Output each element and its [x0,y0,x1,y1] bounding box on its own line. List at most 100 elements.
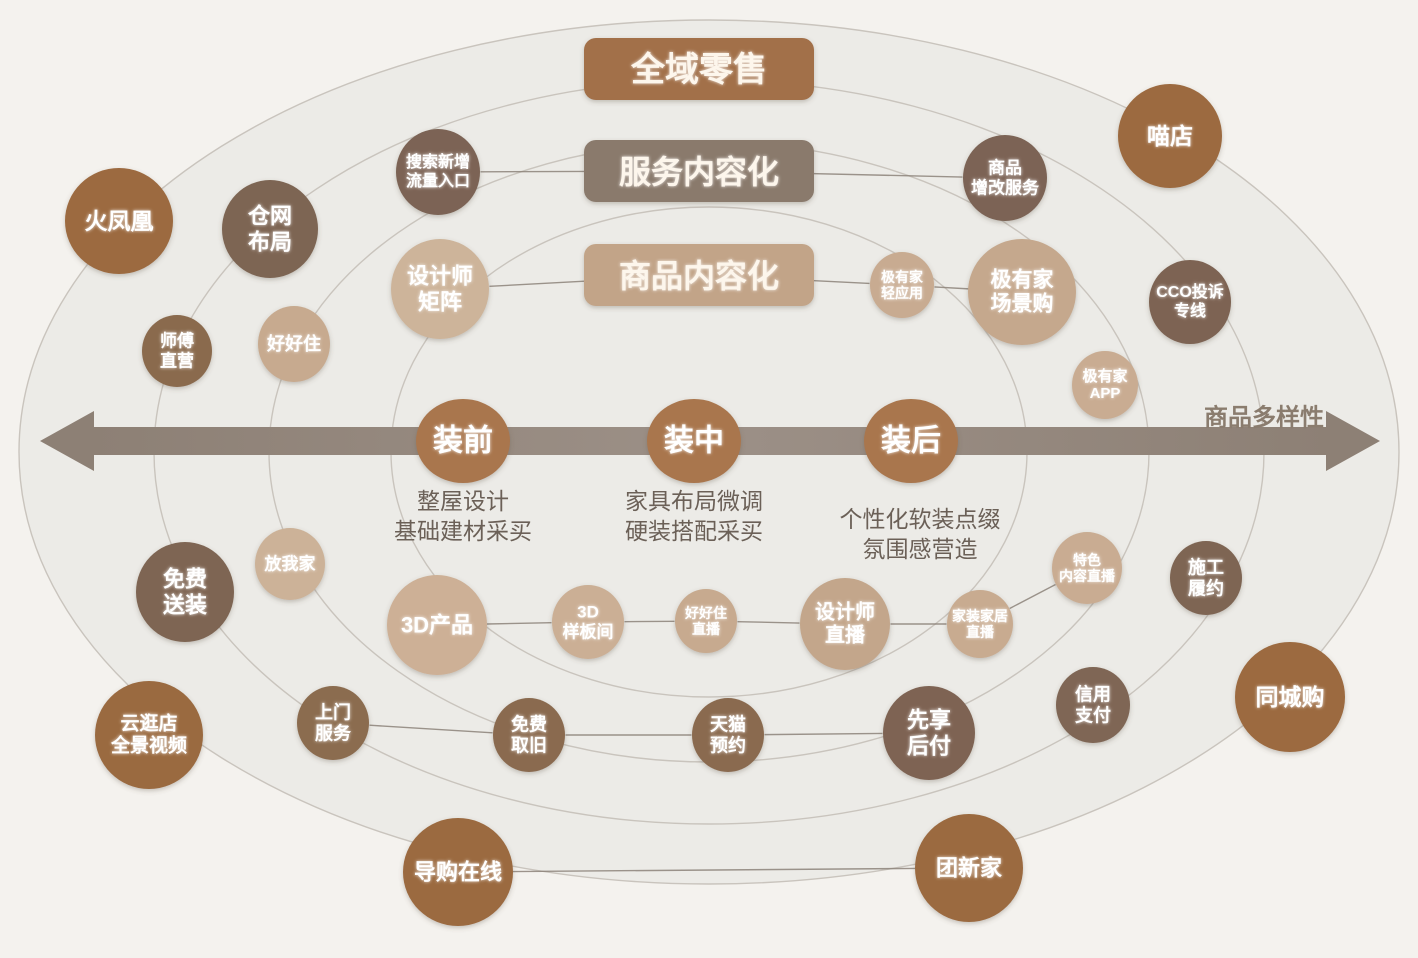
node-label: 直营 [160,350,194,370]
link-shangmenfuwu-mianfeiqujiu [369,724,493,734]
node-label: 全景视频 [110,734,187,757]
node-tongchenggou[interactable]: 同城购 [1235,642,1345,752]
node-label: 专线 [1174,301,1206,320]
node-haohaozhu[interactable]: 好好住 [258,306,330,382]
node-label: 喵店 [1147,123,1193,149]
node-label: 上门 [315,702,351,723]
node-label: 同城购 [1256,684,1325,710]
node-label: 家装家居 [952,608,1008,624]
node-label: 设计师 [815,600,875,623]
stage-caption-line: 氛围感营造 [863,536,978,562]
node-label: 3D [577,603,599,622]
node-label: 免费 [163,567,207,592]
node-label: 极有家 [991,267,1055,291]
node-label: 预约 [710,734,746,755]
node-label: 流量入口 [406,171,470,190]
node-label: 内容直播 [1059,568,1116,584]
node-label: 直播 [825,623,866,647]
banner-banner-fuwu[interactable]: 服务内容化 [584,140,814,202]
node-label: 好好住 [266,333,321,354]
banner-banner-quanyu[interactable]: 全域零售 [584,38,814,100]
node-label: 履约 [1188,577,1224,598]
link-daogouzaixian-tuanxinjia [512,867,916,873]
node-label: 商品 [988,158,1022,178]
node-label: 师傅 [160,331,194,351]
node-label: 火凤凰 [85,208,154,234]
node-label: 云逛店 [120,711,177,734]
node-huofenghuang[interactable]: 火凤凰 [65,168,173,274]
node-label: 后付 [907,733,951,758]
node-label: 放我家 [264,554,316,574]
node-tuanxinjia[interactable]: 团新家 [915,814,1023,922]
node-label: 场景购 [991,292,1054,316]
node-3dchanpin[interactable]: 3D产品 [387,575,487,675]
stage-caption-line: 整屋设计 [417,488,509,514]
node-miaodian[interactable]: 喵店 [1118,84,1222,188]
node-label: 导购在线 [414,860,502,885]
link-jiyoujiaqingyingyong-jiyoujiachangjinggou [934,286,969,290]
node-label: 轻应用 [881,285,923,301]
node-label: 施工 [1188,557,1224,578]
node-label: 免费 [511,714,547,735]
banner-label: 全域零售 [630,50,767,89]
stage-caption-line: 硬装搭配采买 [625,518,763,544]
node-label: 先享 [907,708,951,733]
node-label: 直播 [692,621,721,637]
link-3dchanpin-3dyangbanjian [486,622,552,625]
node-label: 送装 [163,592,207,617]
axis-arrow-left [40,411,94,471]
stage-caption-line: 个性化软装点缀 [840,506,1001,532]
node-label: 天猫 [710,714,746,735]
link-haohaozhuzhibo-shejishizhibo [737,620,800,624]
node-label: 搜索新增 [406,152,470,171]
node-label: 3D产品 [401,613,473,638]
axis-arrow-right [1326,411,1380,471]
node-label: 服务 [315,722,352,743]
node-label: 信用 [1075,684,1111,705]
node-label: 支付 [1074,704,1111,725]
stage-caption-line: 基础建材采买 [394,518,532,544]
node-daogouzaixian[interactable]: 导购在线 [403,818,513,926]
banner-label: 商品内容化 [619,258,779,294]
node-label: 矩阵 [418,289,462,314]
banner-banner-shangpin[interactable]: 商品内容化 [584,244,814,306]
node-label: APP [1090,385,1121,402]
stage-label: 装中 [664,425,724,458]
node-label: 增改服务 [971,177,1040,197]
node-label: 直播 [966,624,995,640]
node-label: 样板间 [563,621,614,641]
stage-label: 装前 [433,425,493,458]
link-tianmaoyuyue-xianxianghoufu [764,732,883,736]
node-fangwojia[interactable]: 放我家 [255,528,325,600]
node-label: 团新家 [936,856,1003,881]
node-label: 好好住 [684,605,727,621]
link-jiazhuangjiajuzhibo-tesiheinrongzhibo [1009,583,1056,610]
